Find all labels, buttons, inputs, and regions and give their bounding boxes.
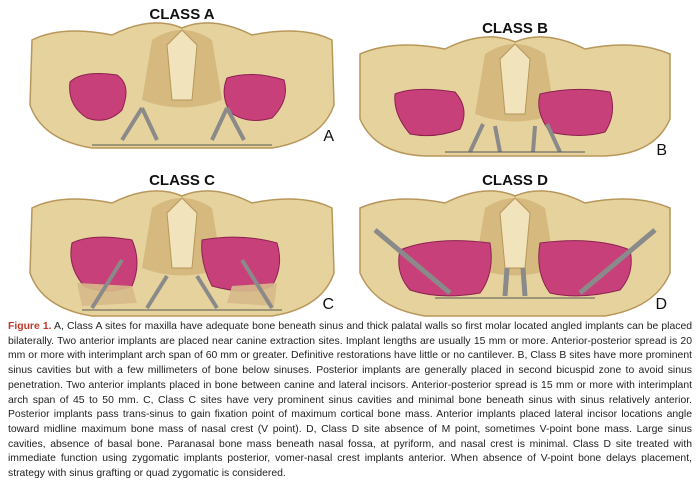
figure-caption-text: A, Class A sites for maxilla have adequa… <box>8 321 693 480</box>
maxilla-illustration-a <box>29 22 335 149</box>
panel-class-c: CLASS C C <box>22 168 342 318</box>
panel-letter: A <box>323 128 334 145</box>
panel-letter: C <box>322 296 334 313</box>
panel-title: CLASS A <box>149 6 215 23</box>
figure-caption: Figure 1. A, Class A sites for maxilla h… <box>8 320 692 482</box>
maxilla-illustration-b <box>359 36 671 157</box>
panel-title: CLASS B <box>482 20 548 37</box>
panel-title: CLASS D <box>482 172 548 189</box>
maxilla-illustration-d <box>359 190 671 317</box>
maxilla-illustration-c <box>29 190 335 317</box>
panel-class-b: CLASS B B <box>355 14 675 164</box>
panel-class-a: CLASS A A <box>22 0 342 150</box>
panel-letter: D <box>655 296 667 313</box>
panel-class-d: CLASS D D <box>355 168 675 318</box>
panel-title: CLASS C <box>149 172 215 189</box>
panel-letter: B <box>656 142 667 159</box>
figure-label: Figure 1. <box>8 321 52 332</box>
